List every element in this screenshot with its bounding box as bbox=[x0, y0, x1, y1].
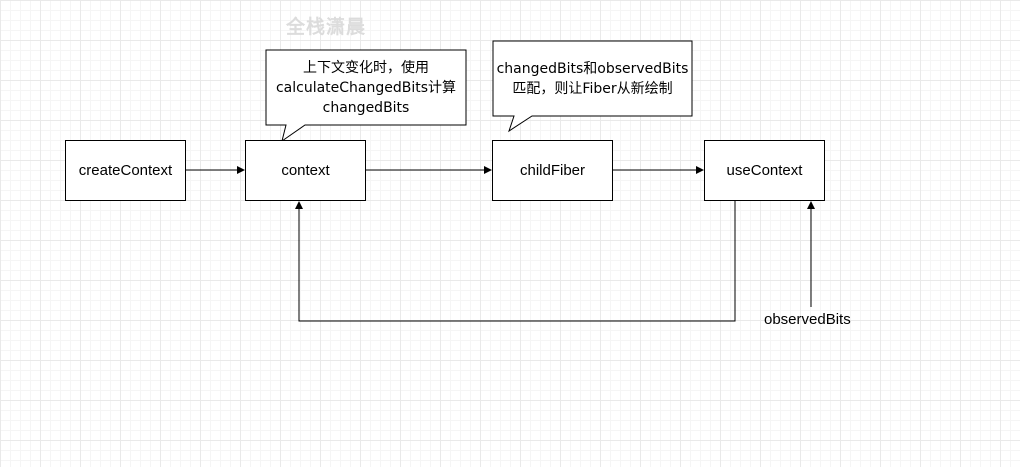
callout-fiber-line-2: 匹配，则让Fiber从新绘制 bbox=[512, 80, 673, 97]
callout-context-shape bbox=[265, 49, 467, 143]
node-usecontext-label: useContext bbox=[726, 162, 803, 179]
callout-context-line-1: 上下文变化时，使用 bbox=[303, 59, 429, 76]
callout-fiber-text: changedBits和observedBits 匹配，则让Fiber从新绘制 bbox=[493, 41, 692, 116]
callout-fiber-shape bbox=[492, 40, 693, 133]
node-childfiber-label: childFiber bbox=[519, 162, 586, 179]
node-createcontext-label: createContext bbox=[78, 162, 173, 179]
callout-context-text: 上下文变化时，使用 calculateChangedBits计算 changed… bbox=[266, 50, 466, 125]
edge-usecontext-to-context bbox=[295, 200, 736, 322]
watermark-text: 全栈潇晨 bbox=[286, 16, 367, 38]
callout-fiber-line-1: changedBits和observedBits bbox=[496, 60, 689, 77]
node-usecontext[interactable]: useContext bbox=[704, 140, 825, 201]
node-context-label: context bbox=[281, 162, 330, 179]
node-context[interactable]: context bbox=[245, 140, 366, 201]
observedbits-label: observedBits bbox=[764, 311, 851, 328]
callout-context-line-3: changedBits bbox=[322, 99, 410, 116]
callout-context-line-2: calculateChangedBits计算 bbox=[275, 79, 457, 96]
node-childfiber[interactable]: childFiber bbox=[492, 140, 613, 201]
node-createcontext[interactable]: createContext bbox=[65, 140, 186, 201]
